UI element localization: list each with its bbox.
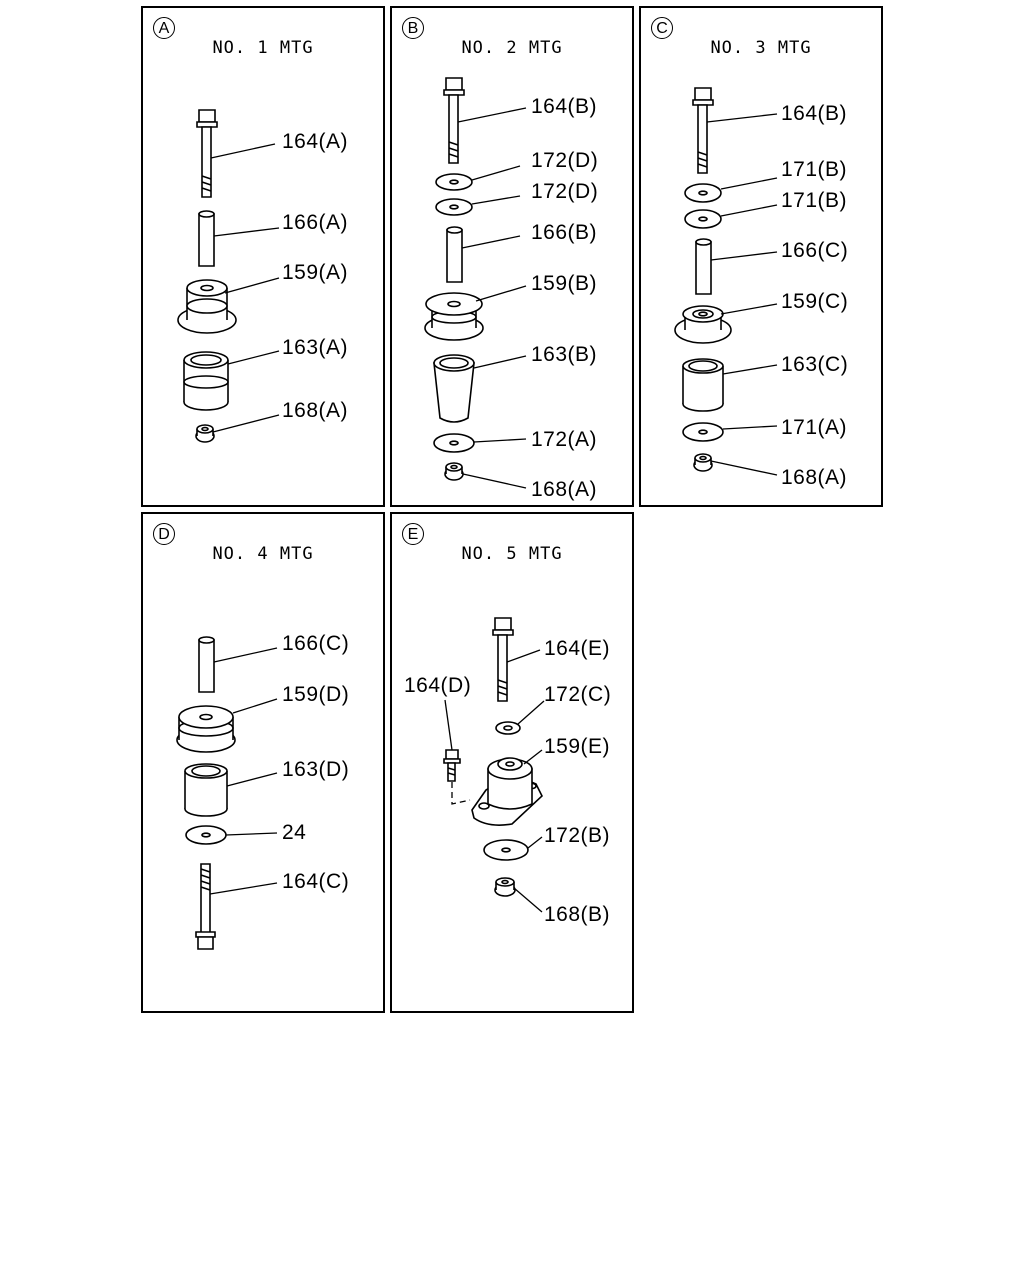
panel-badge: E (402, 523, 424, 545)
part-label: 159(A) (282, 261, 349, 284)
part-label: 172(D) (531, 180, 599, 203)
sleeve-part (696, 239, 711, 294)
bolt-part (693, 88, 713, 173)
panel-title: NO. 3 MTG (710, 38, 812, 58)
part-label: 166(B) (531, 221, 598, 244)
panel-c: C NO. 3 MTG (639, 6, 883, 507)
sleeve-part (199, 637, 214, 692)
bolt-part (197, 110, 217, 197)
part-label: 164(C) (282, 870, 350, 893)
part-label: 171(A) (781, 416, 848, 439)
leader-lines (211, 144, 279, 432)
part-label: 168(A) (282, 399, 349, 422)
part-label: 164(D) (404, 674, 472, 697)
bolt-part (444, 78, 464, 163)
leader-lines (210, 648, 277, 894)
part-label: 159(D) (282, 683, 350, 706)
upper-cushion-part (425, 293, 483, 340)
part-label: 172(C) (544, 683, 612, 706)
panel-title: NO. 2 MTG (461, 38, 563, 58)
part-label: 172(D) (531, 149, 599, 172)
lower-cushion-part (683, 359, 723, 411)
part-label: 164(B) (781, 102, 848, 125)
mounting-diagram (392, 514, 636, 1015)
part-label: 164(E) (544, 637, 611, 660)
upper-cushion-part (177, 706, 235, 752)
nut-part (495, 878, 515, 896)
part-label: 172(A) (531, 428, 598, 451)
upper-cushion-part (178, 280, 236, 333)
mounting-diagram (641, 8, 885, 509)
bolt-part (493, 618, 513, 701)
lower-cushion-part (185, 764, 227, 816)
nut-part (694, 454, 712, 471)
panel-badge: A (153, 17, 175, 39)
part-label: 164(B) (531, 95, 598, 118)
bolt-part (444, 750, 460, 781)
part-label: 163(D) (282, 758, 350, 781)
panel-title: NO. 5 MTG (461, 544, 563, 564)
part-label: 24 (282, 821, 307, 844)
part-label: 163(A) (282, 336, 349, 359)
engine-mount-part (472, 758, 542, 825)
part-label: 159(C) (781, 290, 849, 313)
panel-badge: B (402, 17, 424, 39)
nut-part (196, 425, 214, 442)
leader-lines (458, 108, 526, 488)
part-label: 171(B) (781, 189, 848, 212)
nut-part (445, 463, 463, 480)
part-label: 168(A) (531, 478, 598, 501)
part-label: 166(C) (781, 239, 849, 262)
part-label: 164(A) (282, 130, 349, 153)
part-label: 171(B) (781, 158, 848, 181)
panel-e: E NO. 5 MTG (390, 512, 634, 1013)
panel-badge: C (651, 17, 673, 39)
part-label: 159(E) (544, 735, 611, 758)
lower-cushion-part (184, 352, 228, 410)
part-label: 163(B) (531, 343, 598, 366)
part-label: 163(C) (781, 353, 849, 376)
panel-b: B NO. 2 MTG (390, 6, 634, 507)
leader-lines (707, 114, 777, 475)
part-label: 166(A) (282, 211, 349, 234)
sleeve-part (199, 211, 214, 266)
bolt-part (196, 864, 215, 949)
part-label: 172(B) (544, 824, 611, 847)
mounting-diagram (143, 8, 387, 509)
part-label: 166(C) (282, 632, 350, 655)
panel-badge: D (153, 523, 175, 545)
mounting-diagram (143, 514, 387, 1015)
part-label: 159(B) (531, 272, 598, 295)
part-label: 168(B) (544, 903, 611, 926)
upper-cushion-part (675, 306, 731, 343)
mounting-diagram (392, 8, 636, 509)
lower-cushion-part (434, 355, 474, 422)
panel-title: NO. 4 MTG (212, 544, 314, 564)
part-label: 168(A) (781, 466, 848, 489)
panel-title: NO. 1 MTG (212, 38, 314, 58)
leader-lines (445, 650, 544, 912)
panel-d: D NO. 4 MTG (141, 512, 385, 1013)
panel-a: A NO. 1 MTG (141, 6, 385, 507)
sleeve-part (447, 227, 462, 282)
